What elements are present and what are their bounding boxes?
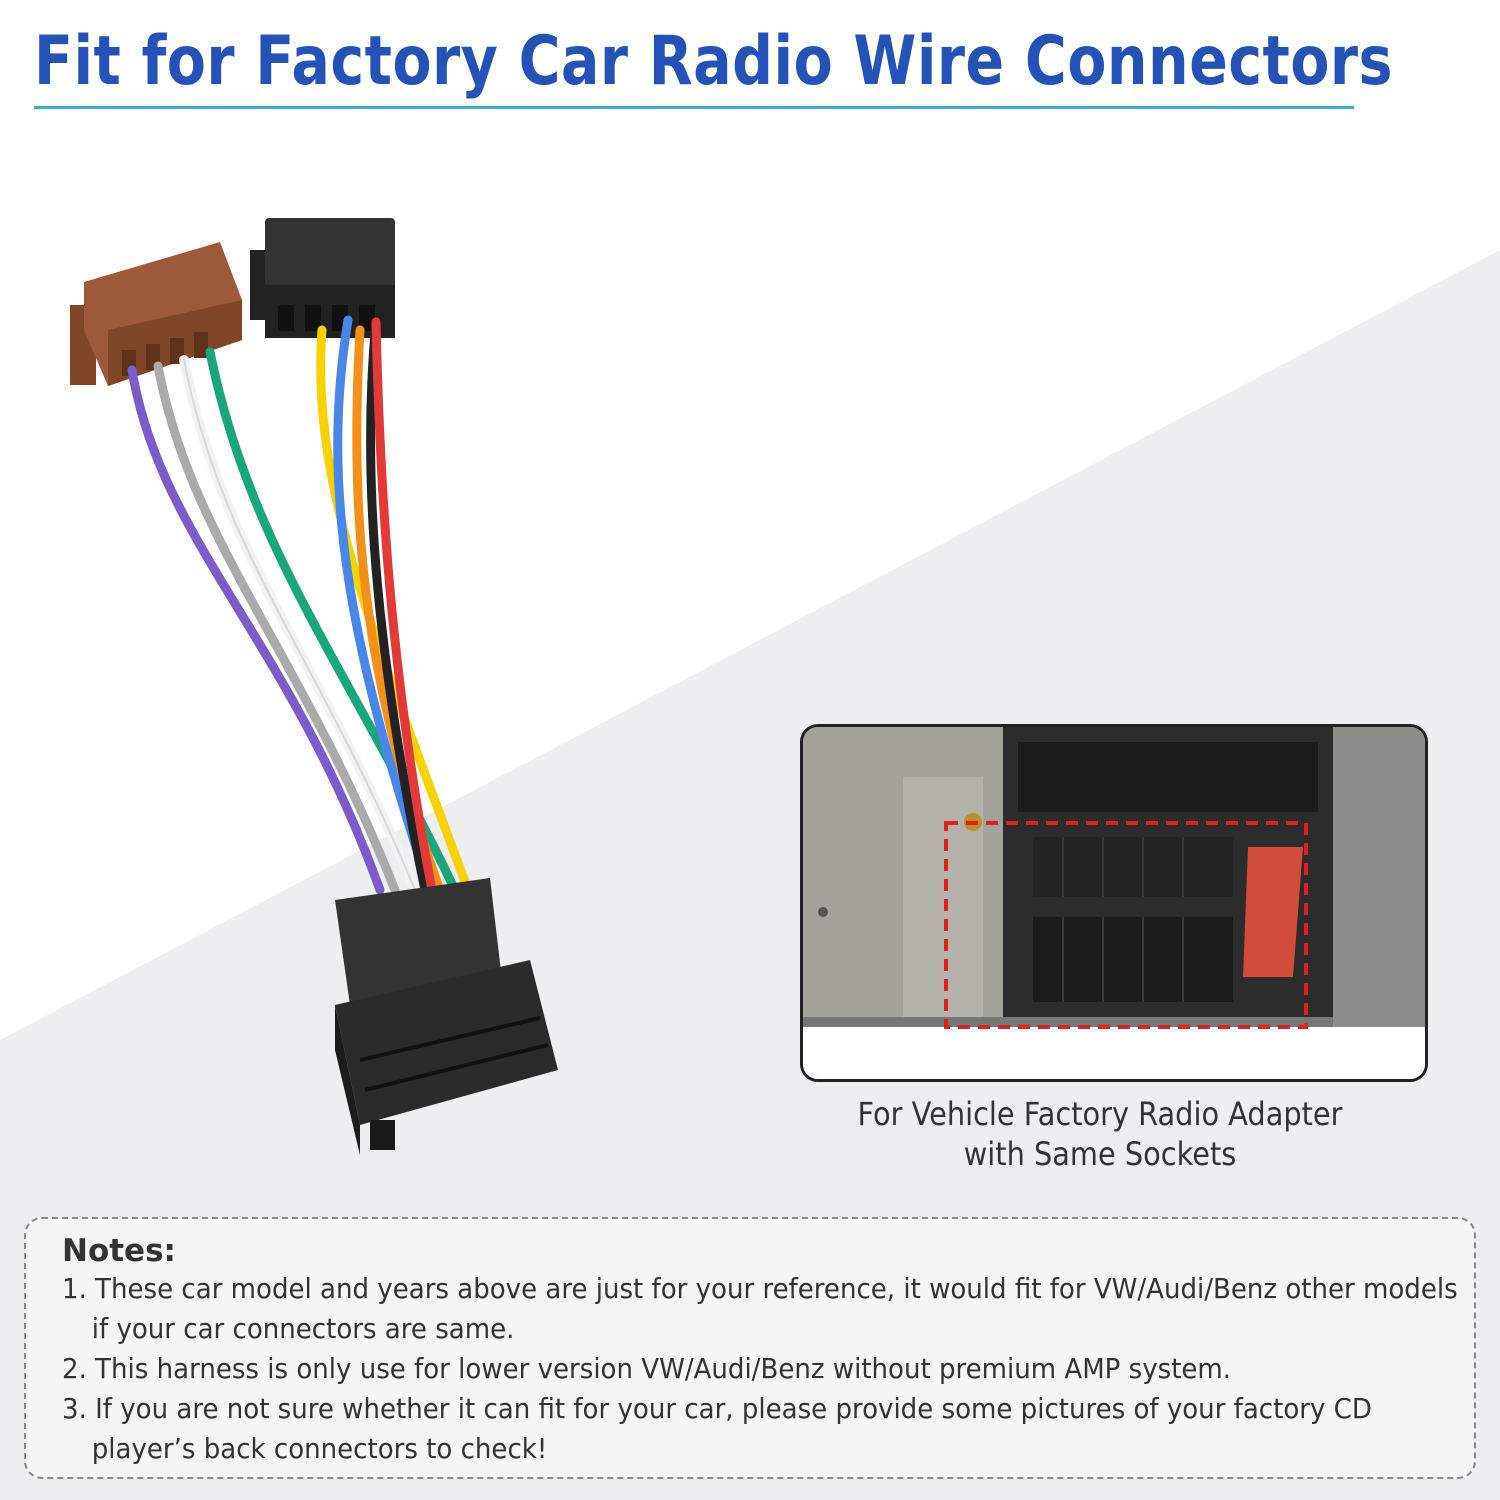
list-item: 1. These car model and years above are j… — [62, 1272, 1458, 1345]
wiring-harness-image — [70, 218, 558, 1155]
black-iso-connector-top — [250, 218, 395, 338]
title-underline — [34, 106, 1354, 109]
radio-socket-image — [803, 727, 1425, 1079]
socket-caption: For Vehicle Factory Radio Adapter with S… — [830, 1094, 1370, 1174]
black-iso-connector-bottom — [335, 878, 558, 1155]
caption-line-1: For Vehicle Factory Radio Adapter — [857, 1095, 1343, 1133]
brown-iso-connector — [70, 242, 242, 386]
list-item: 2. This harness is only use for lower ve… — [62, 1352, 1232, 1385]
notes-list: 1. These car model and years above are j… — [62, 1269, 1458, 1469]
socket-photo — [800, 724, 1428, 1082]
notes-box: Notes: 1. These car model and years abov… — [24, 1217, 1476, 1479]
caption-line-2: with Same Sockets — [963, 1135, 1237, 1173]
page-title: Fit for Factory Car Radio Wire Connector… — [34, 22, 1393, 101]
highlight-box — [944, 821, 1308, 1029]
wires — [127, 315, 473, 895]
list-item: 3. If you are not sure whether it can fi… — [62, 1392, 1372, 1465]
notes-title: Notes: — [62, 1233, 176, 1269]
